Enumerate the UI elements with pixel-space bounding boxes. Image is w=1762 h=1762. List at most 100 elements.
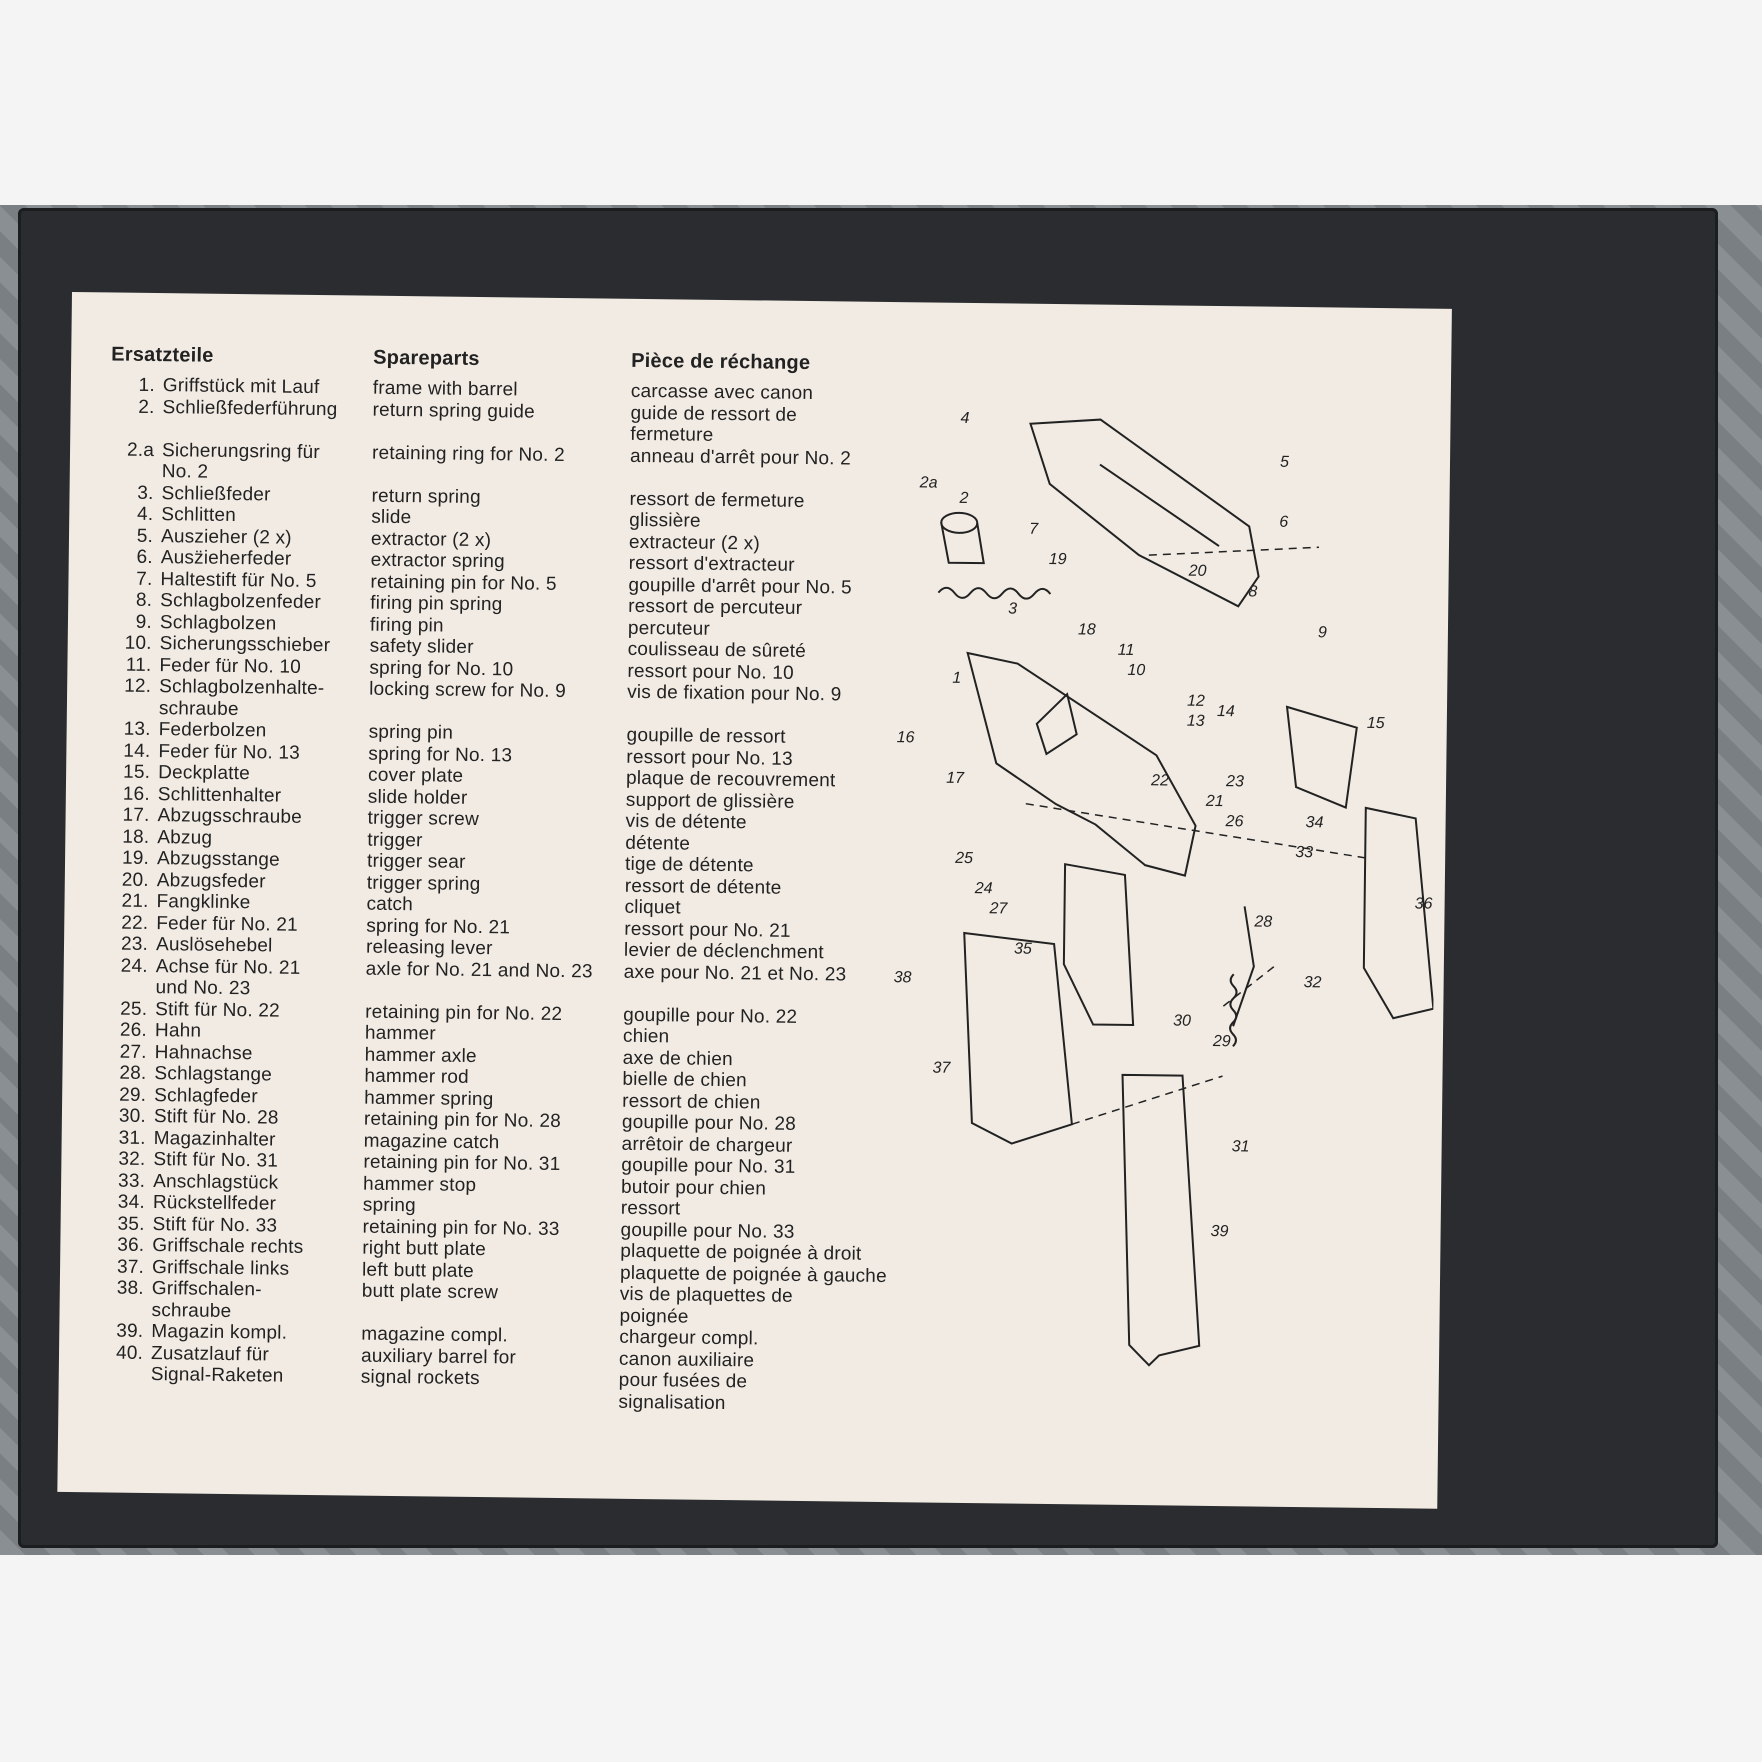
part-name: Griffschale links — [151, 1256, 290, 1280]
part-row-de: 28.Schlagstange — [102, 1062, 362, 1087]
part-name: hammer spring — [364, 1087, 494, 1110]
diagram-callout-label: 7 — [1029, 521, 1039, 538]
part-name: Feder für No. 21 — [156, 912, 298, 936]
part-number: 40. — [115, 1342, 144, 1364]
part-number: 11. — [125, 654, 152, 676]
part-row-en: extractor (2 x) — [371, 528, 621, 553]
diagram-callout-label: 18 — [1078, 621, 1096, 638]
part-name: goupille de ressort — [626, 724, 786, 748]
part-row-en — [372, 464, 622, 489]
part-row-de: 22.Feder für No. 21 — [104, 912, 364, 937]
part-name: ressort de chien — [622, 1090, 761, 1113]
part-row-de: 23.Auslösehebel — [104, 933, 364, 958]
part-row-de: 20.Abzugsfeder — [105, 869, 365, 894]
diagram-callout-label: 8 — [1248, 583, 1257, 600]
header-french: Pièce de réchange — [631, 349, 811, 375]
part-row-de — [110, 417, 370, 442]
part-name: Stift für No. 28 — [153, 1106, 279, 1129]
part-row-en: slide holder — [368, 786, 618, 811]
part-name: goupille d'arrêt pour No. 5 — [628, 574, 853, 599]
part-row-de: 35.Stift für No. 33 — [100, 1213, 360, 1238]
part-name: Federbolzen — [158, 719, 267, 742]
part-row-de: schraube — [99, 1299, 359, 1324]
part-name: locking screw for No. 9 — [369, 678, 567, 703]
part-number: 4. — [136, 503, 154, 526]
diagram-callout-label: 25 — [954, 850, 973, 867]
part-row-en: frame with barrel — [373, 378, 623, 403]
part-row-de: 8.Schlagbolzenfeder — [108, 589, 368, 614]
part-name: spring for No. 13 — [368, 743, 513, 766]
part-name: No. 2 — [161, 461, 209, 483]
diagram-callout-label: 37 — [932, 1060, 951, 1077]
part-name — [623, 983, 629, 1005]
part-row-en: axle for No. 21 and No. 23 — [366, 958, 616, 983]
part-row-en: hammer stop — [363, 1173, 613, 1198]
part-number: 18. — [122, 826, 150, 848]
part-row-en: retaining pin for No. 28 — [364, 1109, 614, 1134]
part-number: 6. — [136, 546, 153, 569]
part-row-en: retaining pin for No. 31 — [363, 1152, 613, 1177]
part-row-de: 26. Hahn — [103, 1019, 363, 1044]
diagram-callout-label: 12 — [1187, 693, 1205, 710]
part-name: Hahn — [154, 1020, 202, 1042]
part-row-de: 33.Anschlagstück — [101, 1170, 361, 1195]
part-number: 35. — [117, 1213, 145, 1235]
part-name: trigger spring — [366, 872, 481, 895]
part-row-en: right butt plate — [362, 1238, 612, 1263]
part-row-en: trigger sear — [367, 851, 617, 876]
part-name: ressort pour No. 13 — [626, 746, 793, 770]
diagram-callout-label: 23 — [1225, 773, 1244, 790]
part-name: ressort de percuteur — [628, 595, 803, 619]
part-name: cliquet — [624, 896, 681, 919]
part-name: vis de fixation pour No. 9 — [627, 681, 842, 706]
part-number: 2. — [138, 396, 155, 418]
part-name: trigger — [367, 829, 423, 851]
part-name: tige de détente — [624, 853, 754, 877]
part-number: 17. — [122, 804, 150, 826]
diagram-callout-label: 39 — [1211, 1223, 1229, 1240]
part-name: Auszieher (2 x) — [160, 525, 292, 549]
part-number: 19. — [121, 847, 150, 869]
part-name: trigger sear — [366, 850, 466, 873]
diagram-callout-label: 24 — [974, 880, 993, 897]
diagram-callout-label: 30 — [1173, 1013, 1191, 1030]
diagram-callout-label: 34 — [1306, 814, 1324, 831]
part-name: frame with barrel — [372, 377, 518, 401]
part-name: Schlittenhalter — [157, 783, 282, 807]
part-number — [110, 460, 162, 482]
part-name: Abzugsschraube — [157, 805, 303, 828]
diagram-callout-label: 21 — [1205, 793, 1224, 810]
part-name: signalisation — [618, 1391, 726, 1414]
part-row-en: spring for No. 13 — [368, 743, 618, 768]
part-number: 16. — [122, 783, 151, 805]
part-row-en: retaining pin for No. 5 — [370, 571, 620, 596]
header-german: Ersatzteile — [111, 343, 214, 367]
part-name: ressort de fermeture — [629, 488, 805, 512]
part-row-en — [369, 700, 619, 725]
part-number: 13. — [123, 718, 151, 740]
part-row-en: slide — [371, 507, 621, 532]
part-row-de: 18.Abzug — [105, 826, 365, 851]
part-number: 20. — [121, 869, 149, 891]
part-number: 3. — [137, 482, 154, 504]
part-name: carcasse avec canon — [630, 380, 814, 405]
part-row-de: 9.Schlagbolzen — [108, 611, 368, 636]
part-row-en: hammer spring — [364, 1087, 614, 1112]
part-row-fr: signalisation — [618, 1391, 888, 1416]
part-number: 26. — [119, 1019, 148, 1041]
part-row-en: retaining pin for No. 22 — [365, 1001, 615, 1026]
part-row-de: 5.Auszieher (2 x) — [109, 525, 369, 550]
part-name: Schlitten — [161, 504, 237, 527]
part-row-en: firing pin spring — [370, 593, 620, 618]
part-row-fr: vis de fixation pour No. 9 — [627, 682, 897, 707]
part-row-en: trigger screw — [367, 808, 617, 833]
part-row-en: magazine catch — [364, 1130, 614, 1155]
part-name: arrêtoir de chargeur — [621, 1133, 793, 1157]
part-row-en: locking screw for No. 9 — [369, 679, 619, 704]
part-number: 28. — [119, 1062, 147, 1084]
part-row-en: releasing lever — [366, 937, 616, 962]
part-number: 34. — [117, 1191, 146, 1213]
part-row-de: 2.Schließfederführung — [110, 396, 370, 421]
part-name — [361, 1302, 367, 1324]
part-row-de: und No. 23 — [103, 976, 363, 1001]
